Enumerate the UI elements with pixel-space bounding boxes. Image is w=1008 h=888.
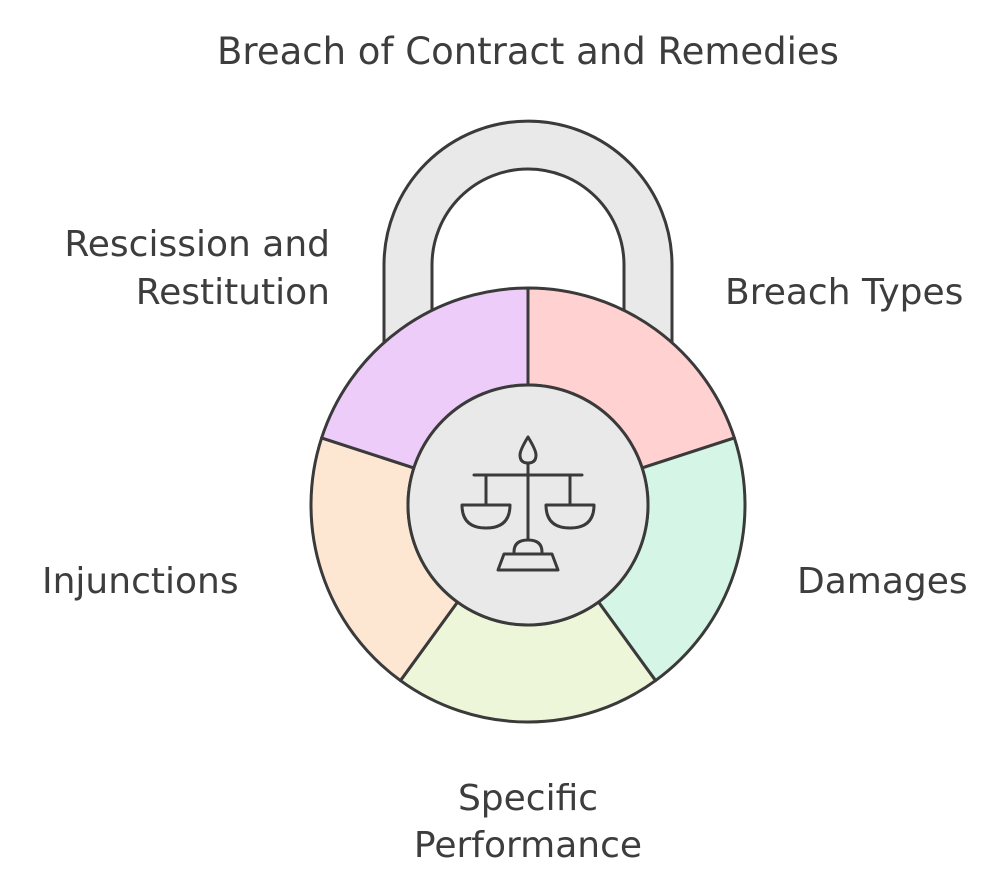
label-rescission-line2: Restitution bbox=[136, 272, 330, 313]
diagram-title: Breach of Contract and Remedies bbox=[217, 30, 839, 73]
lock-body-segments bbox=[309, 286, 747, 724]
label-breach-types: Breach Types bbox=[725, 272, 963, 313]
lock-shackle bbox=[382, 119, 674, 347]
label-damages: Damages bbox=[797, 561, 968, 602]
label-rescission-line1: Rescission and bbox=[64, 224, 330, 265]
scales-of-justice-icon bbox=[460, 435, 596, 572]
label-specific-performance-line2: Performance bbox=[414, 825, 642, 866]
label-specific-performance-line1: Specific bbox=[458, 778, 598, 819]
label-injunctions: Injunctions bbox=[42, 561, 239, 602]
